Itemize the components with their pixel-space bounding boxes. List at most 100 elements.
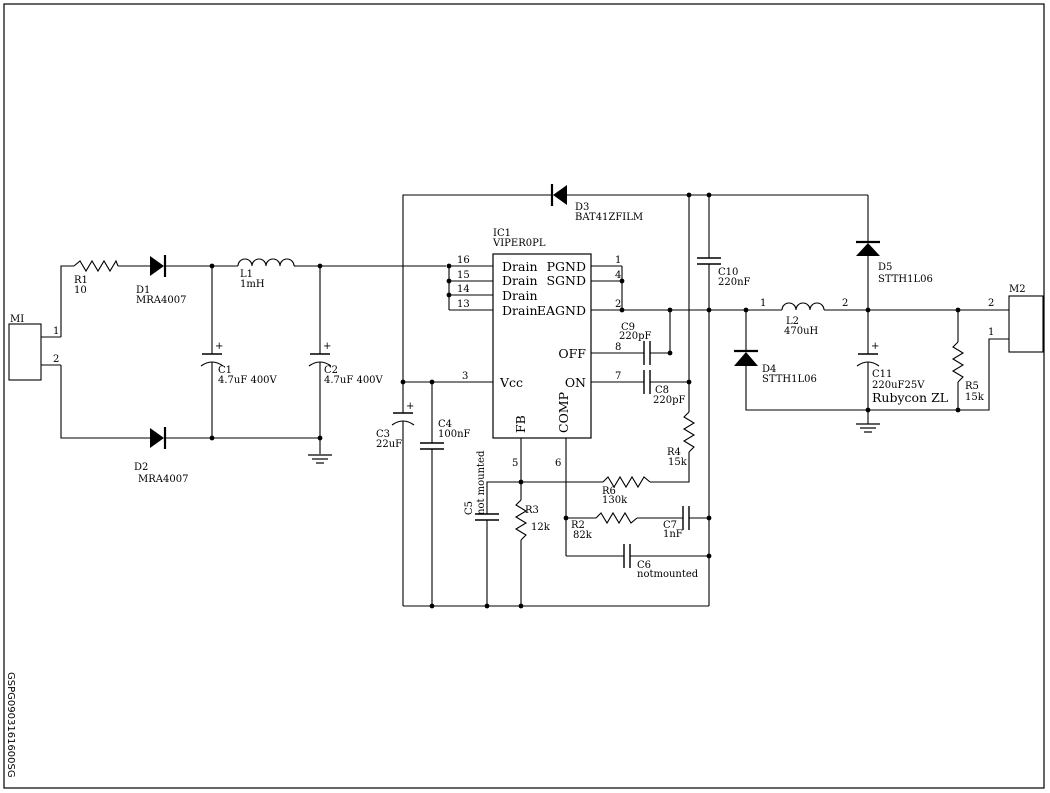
page-border (3, 3, 1045, 789)
c4-ref: C4 (438, 419, 452, 430)
r2-value: 82k (573, 530, 593, 541)
m2-pin2: 2 (988, 298, 994, 309)
ic-pinnum-6: 6 (555, 458, 561, 469)
m1-ref: MI (10, 314, 24, 325)
capacitor-c4: C4 100nF (420, 379, 471, 606)
ic-pin-pgnd: PGND (547, 259, 586, 274)
ic-pin-drain15: Drain (502, 273, 538, 288)
connector-m1: MI 1 2 (8, 314, 61, 381)
ic-pin-on: ON (565, 375, 586, 390)
diode-d4: D4 STTH1L06 (734, 310, 961, 413)
ic-viper0pl: IC1 VIPER0PL Drain Drain Drain Drain PGN… (403, 228, 644, 556)
capacitor-c9: C9 220pF (619, 322, 673, 365)
ic-pin-comp: COMP (556, 392, 571, 433)
ic-pin-fb: FB (513, 415, 528, 433)
ic-pinnum-5: 5 (512, 458, 518, 469)
c11-value: 220uF25V (872, 380, 925, 391)
input-wiring (60, 263, 446, 454)
c1-plus: + (215, 341, 223, 352)
c7-value: 1nF (663, 529, 683, 540)
resistor-r6: R6 130k (521, 461, 690, 506)
ic-pinnum-16: 16 (457, 255, 470, 266)
connector-m2: M2 2 1 (958, 284, 1044, 411)
d4-value: STTH1L06 (762, 374, 817, 385)
c8-value: 220pF (653, 395, 685, 406)
ic-pin-off: OFF (558, 346, 586, 361)
diode-d2: D2 MRA4007 (134, 427, 188, 485)
inductor-l2: 1 2 L2 470uH (760, 298, 961, 337)
l2-pin2: 2 (842, 298, 848, 309)
capacitor-c8: C8 220pF (643, 370, 689, 406)
m2-ref: M2 (1009, 284, 1026, 295)
c11-ref: C11 (872, 369, 892, 380)
d2-ref: D2 (134, 462, 148, 473)
ic-pinnum-7: 7 (615, 371, 621, 382)
r5-ref: R5 (965, 381, 979, 392)
r3-value: 12k (531, 522, 551, 533)
r6-value: 130k (602, 495, 628, 506)
ic-pinnum-15: 15 (457, 270, 470, 281)
ic-pin-vcc: Vcc (499, 375, 523, 390)
l1-ref: L1 (240, 269, 253, 280)
ic-pin-drain14: Drain (502, 288, 538, 303)
m1-pin2: 2 (53, 354, 59, 365)
c6-ref: C6 (637, 560, 651, 571)
l1-value: 1mH (240, 279, 265, 290)
ic-pinnum-2: 2 (615, 299, 621, 310)
diode-d3: D3 BAT41ZFILM (400, 184, 868, 385)
d5-value: STTH1L06 (878, 274, 933, 285)
c9-value: 220pF (619, 331, 651, 342)
capacitor-c2: + C2 4.7uF 400V (308, 341, 384, 386)
c5-value: not mounted (476, 450, 487, 515)
resistor-r3: R3 12k (514, 482, 551, 606)
capacitor-c5: C5 not mounted (464, 450, 524, 606)
r3-ref: R3 (525, 505, 539, 516)
c3-plus: + (406, 401, 414, 412)
ic-pin-drain13: Drain (502, 303, 538, 318)
ic-pinnum-14: 14 (457, 284, 470, 295)
resistor-r1: R1 10 (73, 259, 119, 296)
ic-pinnum-1: 1 (615, 255, 621, 266)
d1-value: MRA4007 (136, 295, 186, 306)
d4-ref: D4 (762, 364, 776, 375)
ground-symbol-2 (856, 423, 880, 433)
capacitor-c11: + C11 220uF25V Rubycon ZL (856, 310, 948, 424)
capacitor-c1: + C1 4.7uF 400V (200, 341, 278, 386)
d2-value: MRA4007 (138, 474, 188, 485)
r4-ref: R4 (667, 447, 681, 458)
ic-pinnum-13: 13 (457, 299, 470, 310)
ic-pinnum-4: 4 (615, 270, 621, 281)
c4-value: 100nF (438, 429, 471, 440)
side-code-label: GSPG0903161600SG (5, 672, 16, 778)
c8-ref: C8 (655, 385, 669, 396)
ic-ref: IC1 (493, 228, 511, 239)
r1-value: 10 (74, 285, 87, 296)
l2-value: 470uH (784, 326, 819, 337)
c5-ref: C5 (464, 501, 475, 515)
resistor-r5: R5 15k (951, 310, 985, 410)
c10-ref: C10 (718, 267, 738, 278)
diode-d5: D5 STTH1L06 (856, 195, 933, 310)
m2-pin1: 1 (988, 327, 994, 338)
c10-value: 220nF (718, 277, 751, 288)
c6-value: notmounted (637, 569, 699, 580)
resistor-r2: R2 82k (563, 511, 683, 541)
resistor-r4: R4 15k (667, 195, 696, 468)
c7-ref: C7 (663, 520, 677, 531)
r1-ref: R1 (74, 275, 88, 286)
ic-pin-drain16: Drain (502, 259, 538, 274)
r6-ref: R6 (602, 486, 616, 497)
ic-pinnum-3: 3 (462, 371, 468, 382)
capacitor-c7: C7 1nF (663, 506, 712, 540)
ground-symbol-1 (308, 454, 332, 464)
ic-pin-sgnd: SGND (546, 273, 586, 288)
diode-d1: D1 MRA4007 (136, 255, 186, 306)
r5-value: 15k (965, 392, 985, 403)
capacitor-c6: C6 notmounted (566, 544, 712, 580)
c3-value: 22uF (376, 439, 402, 450)
bottom-rail (403, 603, 709, 609)
capacitor-c3: + C3 22uF (376, 382, 414, 606)
c11-plus: + (871, 341, 879, 352)
r4-value: 15k (668, 457, 688, 468)
